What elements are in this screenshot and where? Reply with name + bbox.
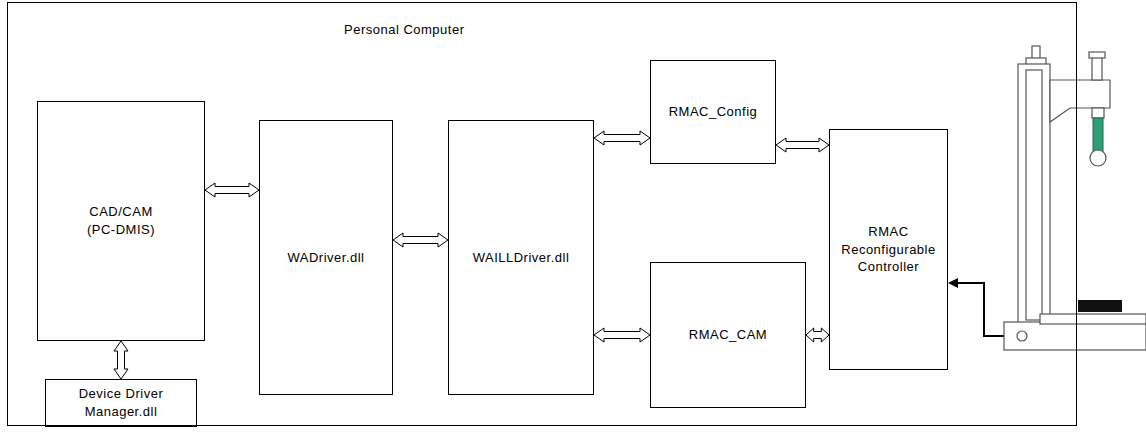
double-arrow [806,328,829,342]
double-arrow [594,131,650,145]
box-label: RMAC_Config [658,103,768,121]
wire-arrowhead [948,278,958,288]
probe-stylus [1093,118,1103,154]
box-label: RMAC_CAM [658,326,798,344]
box-label: WADriver.dll [267,249,385,267]
double-arrow [776,138,829,152]
process-box: Device Driver Manager.dll [45,379,197,427]
process-box: WAILLDriver.dll [448,120,594,395]
process-box: RMAC_Config [650,60,776,164]
double-arrow [205,183,259,197]
measuring-machine [1004,46,1146,350]
probe-ball [1090,150,1106,166]
double-arrow [594,328,650,342]
box-label: Device Driver Manager.dll [66,385,176,420]
box-label: RMAC Reconfigurable Controller [839,223,939,276]
process-box: CAD/CAM (PC-DMIS) [37,101,205,341]
process-box: WADriver.dll [259,120,393,395]
box-label: CAD/CAM (PC-DMIS) [73,203,169,238]
computer-boundary: Personal ComputerCAD/CAM (PC-DMIS) Device… [7,2,1077,426]
controller-box: RMAC Reconfigurable Controller [829,129,948,370]
double-arrow [393,233,448,247]
box-label: WAILLDriver.dll [456,249,586,267]
workpiece [1078,300,1122,312]
signal-wire [956,283,1006,336]
double-arrow [114,341,128,379]
boundary-title: Personal Computer [344,21,465,39]
process-box: RMAC_CAM [650,262,806,408]
